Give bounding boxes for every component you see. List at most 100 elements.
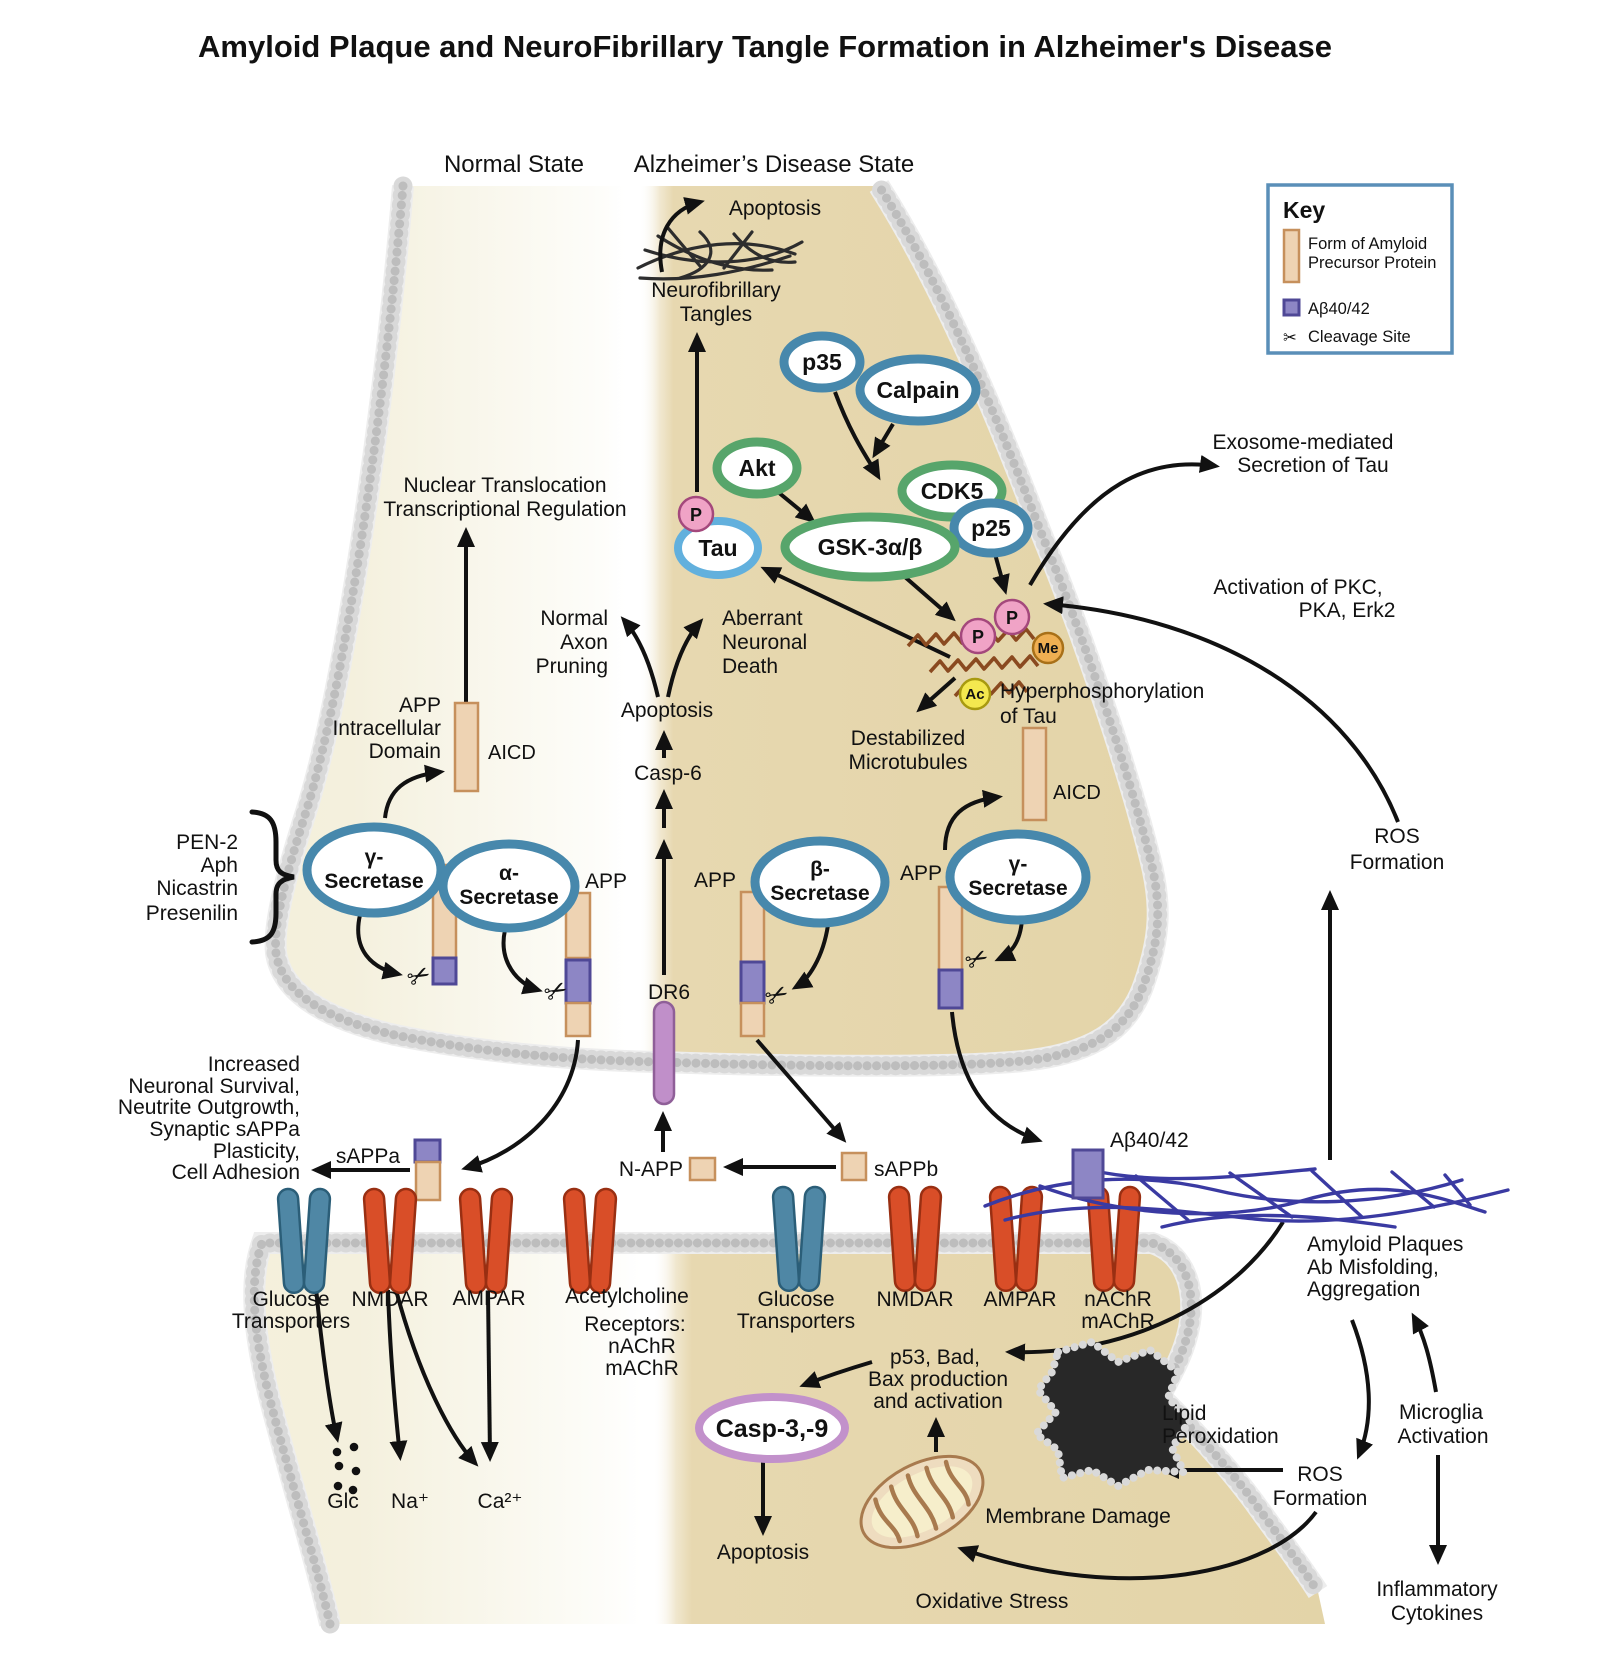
ach-label-4: mAChR bbox=[605, 1357, 679, 1380]
nmdar-label: NMDAR bbox=[352, 1288, 429, 1311]
gsk-oval bbox=[780, 512, 960, 582]
acetyl-badge-label: Ac bbox=[965, 686, 984, 703]
app-label: APP bbox=[585, 870, 627, 893]
p53-label-1: p53, Bad, bbox=[890, 1346, 980, 1369]
nmdar-label: NMDAR bbox=[877, 1288, 954, 1311]
lipid-label-2: Peroxidation bbox=[1162, 1425, 1279, 1448]
destab-label-2: Microtubules bbox=[848, 751, 967, 774]
key-abeta-swatch bbox=[1282, 298, 1301, 317]
gsk-label: GSK-3α/β bbox=[818, 534, 923, 560]
glucose-label-2: Transporters bbox=[737, 1310, 855, 1333]
glc-label: Glc bbox=[327, 1490, 359, 1513]
pen2-label: PEN-2 bbox=[176, 831, 238, 854]
hyper-label-1: Hyperphosphorylation bbox=[1000, 680, 1204, 703]
increased-3: Neutrite Outgrowth, bbox=[118, 1096, 300, 1119]
key-abeta-label: Aβ40/42 bbox=[1308, 300, 1370, 318]
ros-upper-label-2: Formation bbox=[1350, 851, 1445, 874]
pkc-label-2: PKA, Erk2 bbox=[1299, 599, 1396, 622]
alpha-secretase-label-1: α- bbox=[499, 862, 519, 885]
sappa-fragment bbox=[414, 1160, 442, 1202]
aph-label: Aph bbox=[201, 854, 238, 877]
hyperphosphorylated-tau: P P Me Ac bbox=[906, 598, 1065, 711]
oxidative-stress-label: Oxidative Stress bbox=[916, 1590, 1069, 1613]
sappa-label: sAPPa bbox=[336, 1145, 401, 1168]
glucose-label-1: Glucose bbox=[757, 1288, 834, 1311]
pkc-label-1: Activation of PKC, bbox=[1213, 576, 1382, 599]
ros-bottom-label-1: ROS bbox=[1297, 1463, 1343, 1486]
methyl-badge-label: Me bbox=[1038, 640, 1059, 657]
apoptosis-top-label: Apoptosis bbox=[729, 197, 821, 220]
neurofibrillary-tangles-drawing bbox=[636, 226, 804, 281]
glucose-label-1: Glucose bbox=[252, 1288, 329, 1311]
membrane-damage-blob bbox=[1030, 1337, 1196, 1491]
normal-axon-2: Axon bbox=[560, 631, 608, 654]
membrane-damage-label: Membrane Damage bbox=[985, 1505, 1171, 1528]
phospho-badge-label: P bbox=[972, 627, 984, 647]
sappb-fragment bbox=[840, 1151, 868, 1182]
phospho-badge bbox=[959, 617, 997, 655]
microglia-label-2: Activation bbox=[1397, 1425, 1488, 1448]
beta-secretase-label-1: β- bbox=[810, 858, 830, 881]
normal-state-label: Normal State bbox=[444, 151, 584, 178]
key-app-swatch bbox=[1282, 228, 1301, 284]
increased-6: Cell Adhesion bbox=[172, 1161, 300, 1184]
ach-label-1: Acetylcholine bbox=[565, 1285, 689, 1308]
page-title: Amyloid Plaque and NeuroFibrillary Tangl… bbox=[198, 29, 1332, 64]
machr-label: mAChR bbox=[1081, 1310, 1155, 1333]
brace bbox=[249, 809, 295, 945]
phospho-badge-label: P bbox=[1006, 608, 1018, 628]
calpain-label: Calpain bbox=[876, 377, 959, 403]
exosome-label-2: Secretion of Tau bbox=[1237, 454, 1388, 477]
aicd-label: AICD bbox=[488, 742, 536, 764]
key-heading: Key bbox=[1283, 197, 1325, 223]
napp-label: N-APP bbox=[619, 1158, 683, 1181]
casp39-label: Casp-3,-9 bbox=[716, 1415, 829, 1443]
nft-label-2: Tangles bbox=[680, 303, 752, 326]
app-protein bbox=[564, 1001, 592, 1038]
ach-label-2: Receptors: bbox=[584, 1313, 686, 1336]
aberrant-3: Death bbox=[722, 655, 778, 678]
akt-label: Akt bbox=[738, 455, 775, 481]
ampar-label: AMPAR bbox=[452, 1287, 525, 1310]
exosome-label-1: Exosome-mediated bbox=[1213, 431, 1394, 454]
key-cleavage-label: Cleavage Site bbox=[1308, 328, 1411, 346]
normal-axon-1: Normal bbox=[540, 607, 608, 630]
na-label: Na⁺ bbox=[391, 1490, 429, 1513]
gamma-secretase-label-2: Secretase bbox=[324, 870, 423, 893]
key-app-label-2: Precursor Protein bbox=[1308, 254, 1436, 272]
p25-oval bbox=[949, 498, 1033, 558]
increased-4: Synaptic sAPPa bbox=[149, 1118, 300, 1141]
app-domain-1: APP bbox=[399, 694, 441, 717]
p35-label: p35 bbox=[802, 349, 842, 375]
dr6-label: DR6 bbox=[648, 981, 690, 1004]
p53-label-3: and activation bbox=[873, 1390, 1003, 1413]
nuclear-label-1: Nuclear Translocation bbox=[403, 474, 606, 497]
microglia-label-1: Microglia bbox=[1399, 1401, 1483, 1424]
napp-fragment bbox=[688, 1156, 717, 1182]
akt-oval bbox=[712, 437, 802, 499]
app-domain-2: Intracellular bbox=[332, 717, 441, 740]
destab-label-1: Destabilized bbox=[851, 727, 965, 750]
amyloid-fibrils bbox=[983, 1167, 1510, 1229]
app-protein bbox=[739, 1001, 766, 1038]
ros-upper-label-1: ROS bbox=[1374, 825, 1420, 848]
mitochondrion bbox=[859, 1454, 985, 1550]
ach-label-3: nAChR bbox=[608, 1335, 676, 1358]
key-app-label-1: Form of Amyloid bbox=[1308, 235, 1427, 253]
ros-bottom-label-2: Formation bbox=[1273, 1487, 1368, 1510]
acetyl-badge bbox=[958, 677, 992, 711]
secretase-region: γ- Secretase α- Secretase β- Secretase γ… bbox=[302, 822, 1091, 1038]
alpha-secretase-oval bbox=[438, 839, 580, 933]
alzheimers-state-label: Alzheimer’s Disease State bbox=[634, 151, 915, 178]
apoptosis-mid-label: Apoptosis bbox=[621, 699, 713, 722]
apoptosis-bottom-label: Apoptosis bbox=[717, 1541, 809, 1564]
inflammatory-label-1: Inflammatory bbox=[1376, 1578, 1498, 1601]
methyl-badge bbox=[1031, 631, 1065, 665]
cdk5-label: CDK5 bbox=[921, 478, 984, 504]
increased-1: Increased bbox=[208, 1053, 300, 1076]
aberrant-2: Neuronal bbox=[722, 631, 807, 654]
nuclear-label-2: Transcriptional Regulation bbox=[383, 498, 626, 521]
beta-secretase-oval bbox=[750, 836, 890, 928]
